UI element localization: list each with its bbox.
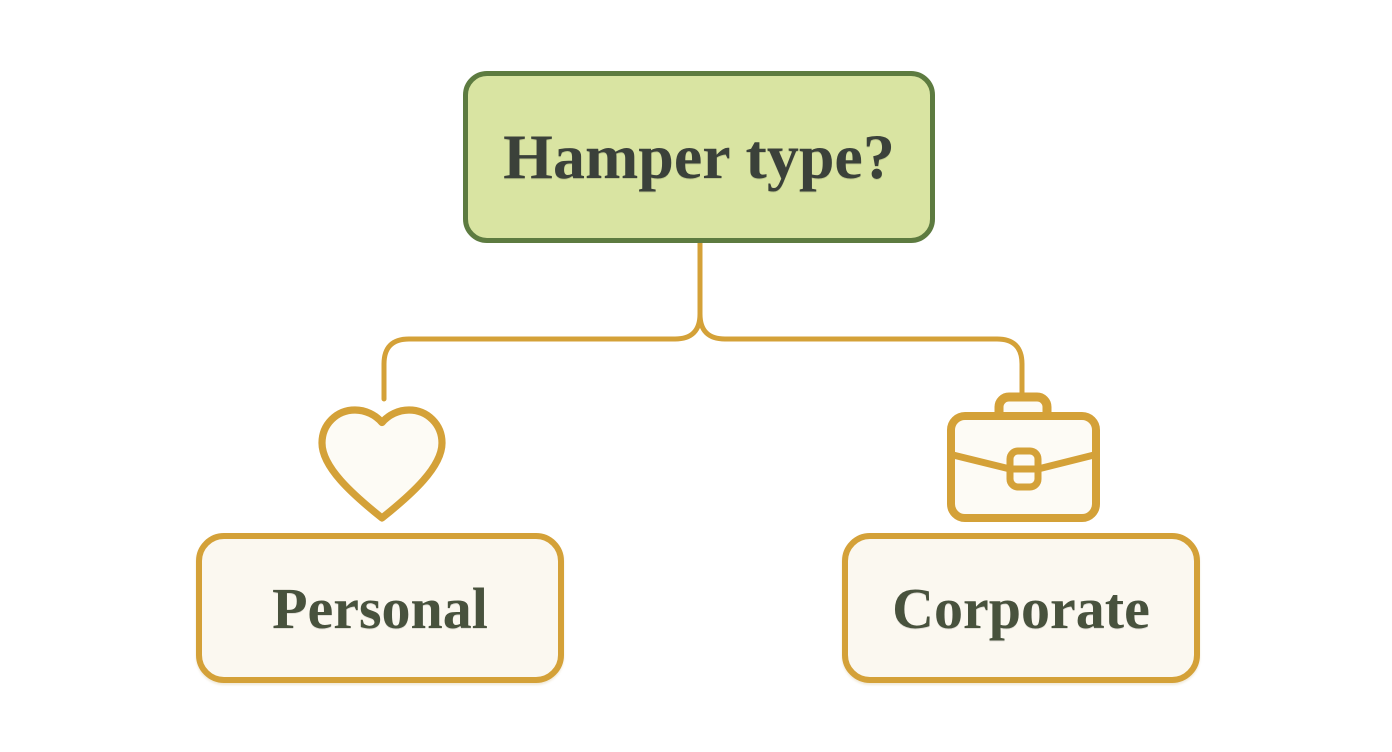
node-hamper-type: Hamper type? bbox=[463, 71, 935, 243]
node-personal-label: Personal bbox=[272, 575, 488, 641]
connectors bbox=[381, 237, 1025, 402]
briefcase-flap-left bbox=[952, 451, 1011, 473]
heart-icon bbox=[318, 406, 446, 522]
connector-right-branch bbox=[697, 237, 1025, 401]
node-personal: Personal bbox=[196, 533, 564, 683]
node-hamper-type-label: Hamper type? bbox=[503, 121, 895, 192]
briefcase-icon bbox=[947, 392, 1100, 522]
node-corporate: Corporate bbox=[842, 533, 1200, 683]
briefcase-flap-right bbox=[1037, 451, 1095, 473]
node-corporate-label: Corporate bbox=[892, 575, 1150, 641]
connector-left-branch bbox=[381, 237, 703, 402]
